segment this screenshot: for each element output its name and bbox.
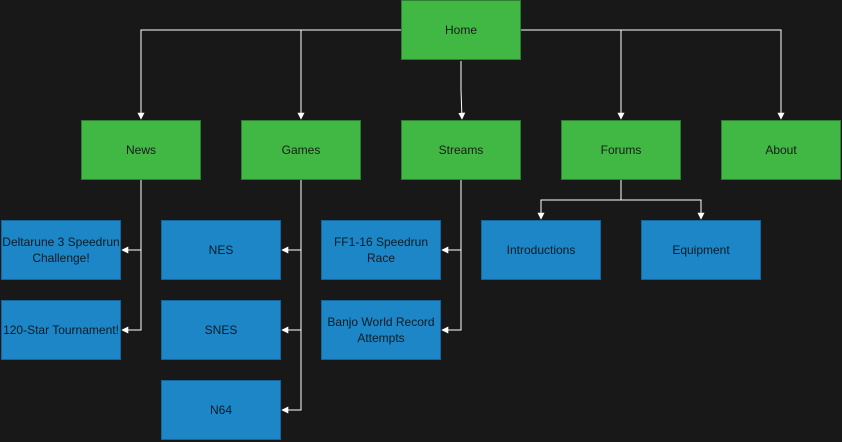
edge-streams-banjo [441, 180, 462, 334]
node-snes[interactable]: SNES [161, 300, 281, 360]
node-label: Games [281, 143, 321, 157]
edge-home-news [137, 29, 401, 120]
node-n64[interactable]: N64 [161, 380, 281, 440]
node-introductions[interactable]: Introductions [481, 220, 601, 280]
edge-home-forums [521, 29, 625, 120]
edge-news-deltarune [121, 180, 142, 254]
edge-games-nes [281, 180, 302, 254]
edge-home-streams [458, 61, 466, 120]
node-label: News [125, 143, 156, 157]
node-banjo-world-record[interactable]: Banjo World Record Attempts [321, 300, 441, 360]
node-120-star-tournament[interactable]: 120-Star Tournament! [1, 300, 121, 360]
node-deltarune-challenge[interactable]: Deltarune 3 Speedrun Challenge! [1, 220, 121, 280]
edge-news-120star [121, 180, 142, 334]
node-label: Equipment [672, 243, 730, 257]
node-label: Introductions [506, 243, 576, 257]
node-news[interactable]: News [81, 120, 201, 180]
node-label: Deltarune 3 Speedrun Challenge! [2, 235, 120, 265]
node-label: About [765, 143, 797, 157]
edge-forums-equipment [620, 180, 705, 220]
node-streams[interactable]: Streams [401, 120, 521, 180]
node-nes[interactable]: NES [161, 220, 281, 280]
node-forums[interactable]: Forums [561, 120, 681, 180]
node-equipment[interactable]: Equipment [641, 220, 761, 280]
node-games[interactable]: Games [241, 120, 361, 180]
node-label: FF1-16 Speedrun Race [333, 235, 429, 265]
node-label: NES [208, 243, 234, 257]
node-label: Banjo World Record Attempts [327, 315, 435, 345]
node-label: Streams [438, 143, 484, 157]
node-label: SNES [204, 323, 238, 337]
edge-streams-ff [441, 180, 462, 254]
edge-games-snes [281, 180, 302, 334]
node-about[interactable]: About [721, 120, 841, 180]
node-label: Forums [600, 143, 642, 157]
node-home[interactable]: Home [401, 0, 521, 60]
node-label: N64 [209, 403, 232, 417]
node-label: 120-Star Tournament! [3, 323, 119, 337]
edge-home-about [521, 29, 785, 120]
edge-games-n64 [281, 180, 302, 414]
edge-home-games [297, 29, 401, 120]
edge-forums-introductions [537, 180, 622, 220]
node-ff-speedrun-race[interactable]: FF1-16 Speedrun Race [321, 220, 441, 280]
node-label: Home [444, 23, 477, 37]
